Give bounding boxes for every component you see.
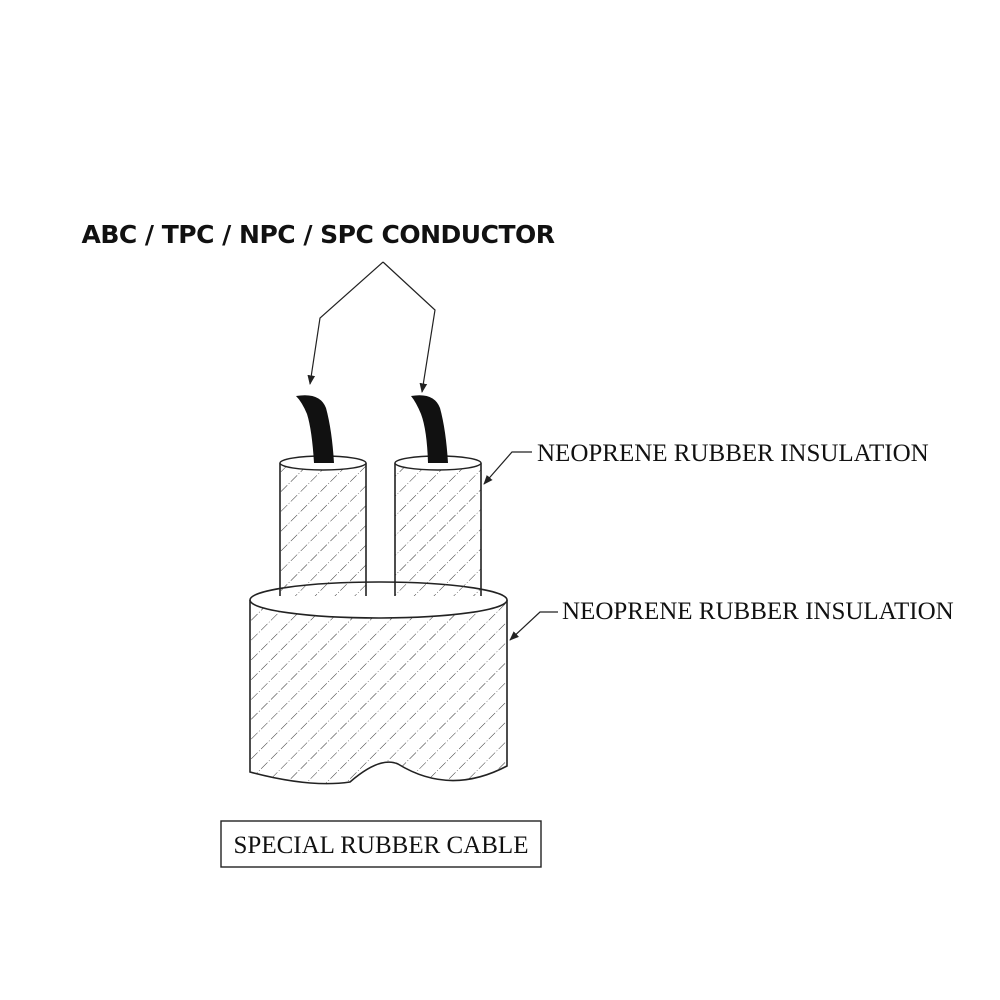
conductor-leader: [307, 261, 436, 393]
inner-core-right: [394, 455, 482, 596]
inner-insulation-label: NEOPRENE RUBBER INSULATION: [537, 440, 929, 467]
inner-core-left: [279, 455, 367, 596]
caption-box: SPECIAL RUBBER CABLE: [220, 820, 542, 868]
outer-insulation-leader: [509, 611, 558, 641]
caption-label: SPECIAL RUBBER CABLE: [234, 832, 529, 859]
outer-jacket: [249, 581, 508, 785]
conductor-left: [296, 395, 334, 463]
conductor-right: [411, 395, 448, 463]
inner-insulation-leader: [483, 451, 532, 485]
outer-insulation-label: NEOPRENE RUBBER INSULATION: [562, 598, 954, 625]
conductor-label: ABC / TPC / NPC / SPC CONDUCTOR: [81, 220, 554, 249]
